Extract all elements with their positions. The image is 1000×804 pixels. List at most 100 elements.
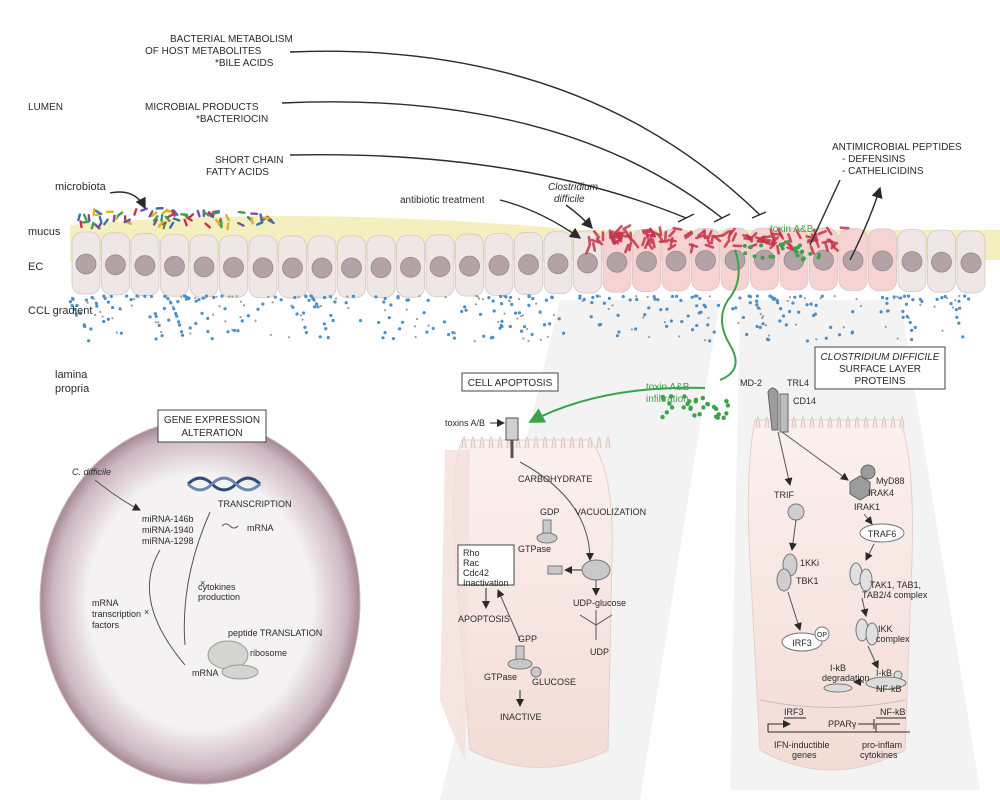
- label-ifn-2: genes: [792, 750, 817, 760]
- cell-nucleus: [931, 251, 952, 273]
- cdiff-bacterium: [657, 233, 664, 243]
- toxin-dot: [748, 245, 753, 250]
- udp-branch: [579, 610, 613, 640]
- ccl-dot: [788, 296, 792, 299]
- toxin-dot: [771, 254, 776, 259]
- ccl-dot: [693, 294, 697, 298]
- cdiff-bacterium: [786, 246, 796, 252]
- label-gpp: GPP: [518, 634, 537, 644]
- ccl-dot: [526, 327, 529, 331]
- label-fatty-acids: FATTY ACIDS: [206, 167, 269, 178]
- ccl-dot: [913, 325, 917, 330]
- ccl-dot: [232, 328, 237, 333]
- ccl-dot: [239, 316, 242, 319]
- ccl-dot: [531, 296, 535, 301]
- ccl-dot: [478, 297, 481, 300]
- label-mirna-146b: miRNA-146b: [142, 514, 194, 524]
- ccl-dot: [602, 301, 607, 305]
- ccl-dot: [552, 313, 556, 317]
- ccl-dot: [143, 294, 147, 298]
- microvillus: [497, 436, 503, 449]
- label-ccl-gradient: CCL gradient: [28, 305, 92, 317]
- cdiff-bacterium: [622, 224, 632, 231]
- ccl-dot: [235, 295, 238, 298]
- microvillus: [551, 436, 557, 449]
- ccl-dot: [329, 313, 333, 318]
- ccl-dot: [642, 316, 645, 319]
- ccl-dot: [240, 319, 244, 323]
- ccl-dot: [509, 295, 513, 300]
- label-ikki: 1KKi: [800, 558, 819, 568]
- bacteriocin-arc: [281, 101, 723, 219]
- microvillus: [836, 416, 842, 429]
- ccl-dot: [669, 319, 673, 323]
- ccl-dot: [663, 321, 666, 324]
- label-bile-acids: *BILE ACIDS: [215, 58, 274, 69]
- ccl-dot: [617, 330, 621, 334]
- ccl-dot: [447, 332, 451, 337]
- glucose-icon: [530, 666, 542, 678]
- label-mucus: mucus: [28, 226, 61, 238]
- ccl-dot: [231, 295, 234, 298]
- ccl-dot: [535, 302, 538, 305]
- ccl-dot: [716, 303, 721, 307]
- ccl-dot: [137, 295, 140, 298]
- microvillus: [809, 416, 815, 429]
- ccl-dot: [949, 301, 953, 306]
- ccl-dot: [646, 295, 649, 298]
- ccl-dot: [679, 298, 683, 303]
- ccl-dot: [383, 309, 387, 312]
- ccl-dot: [154, 314, 158, 319]
- ccl-dot: [309, 294, 313, 298]
- ccl-dot: [383, 330, 387, 335]
- ccl-dot: [129, 297, 133, 302]
- ccl-dot: [478, 312, 483, 316]
- label-apoptosis: APOPTOSIS: [458, 614, 510, 624]
- toxin-dot: [742, 243, 747, 248]
- cdiff-bacterium: [641, 236, 647, 247]
- ccl-dot: [885, 296, 889, 301]
- ccl-dot: [118, 307, 122, 311]
- tak1-arrow: [865, 543, 875, 561]
- cdiff-bacterium: [817, 230, 827, 236]
- label-udp: UDP: [590, 647, 609, 657]
- microbiota-bacterium: [123, 218, 131, 224]
- ccl-dot: [301, 311, 306, 315]
- ccl-dot: [628, 298, 632, 302]
- label-lamina: lamina: [55, 369, 88, 381]
- label-microbial-products: MICROBIAL PRODUCTS: [145, 102, 259, 113]
- cdiff-bacterium: [810, 233, 819, 242]
- cdiff-bacterium: [756, 235, 766, 243]
- toxin-dot: [816, 255, 821, 260]
- ccl-dot: [652, 295, 656, 299]
- cdiff-bacterium: [651, 238, 656, 249]
- ccl-dot: [961, 335, 965, 339]
- ccl-dot: [74, 312, 78, 316]
- traf6-arrow: [863, 513, 873, 525]
- microbiota-bacterium: [220, 220, 223, 229]
- cdiff-bacterium: [658, 226, 663, 237]
- ccl-dot: [784, 323, 788, 327]
- microbiota-bacterium: [160, 213, 164, 222]
- microbiota-bacterium: [196, 209, 201, 218]
- vacuolization-arrow: [519, 461, 594, 561]
- ccl-dot: [377, 320, 381, 325]
- label-c-difficile: C. difficile: [72, 467, 111, 477]
- label-gdp: GDP: [540, 507, 560, 517]
- ccl-dot: [89, 327, 93, 331]
- label-bacterial-metabolism-1: BACTERIAL METABOLISM: [170, 34, 293, 45]
- cdiff-bacterium: [590, 238, 601, 244]
- ccl-dot: [106, 300, 110, 304]
- ccl-dot: [957, 299, 961, 303]
- cell-nucleus: [665, 250, 687, 272]
- tbk1-arrow: [788, 519, 797, 551]
- label-degradation: degradation: [822, 673, 870, 683]
- toxin-dot: [760, 255, 765, 260]
- trif-icon: [787, 503, 805, 521]
- label-short-chain: SHORT CHAIN: [215, 155, 284, 166]
- label-gtpase-1: GTPase: [518, 544, 551, 554]
- toxin-dot: [779, 243, 784, 248]
- cdiff-bacterium: [731, 232, 738, 242]
- ccl-dot: [906, 294, 911, 298]
- label-tbk1: TBK1: [796, 576, 819, 586]
